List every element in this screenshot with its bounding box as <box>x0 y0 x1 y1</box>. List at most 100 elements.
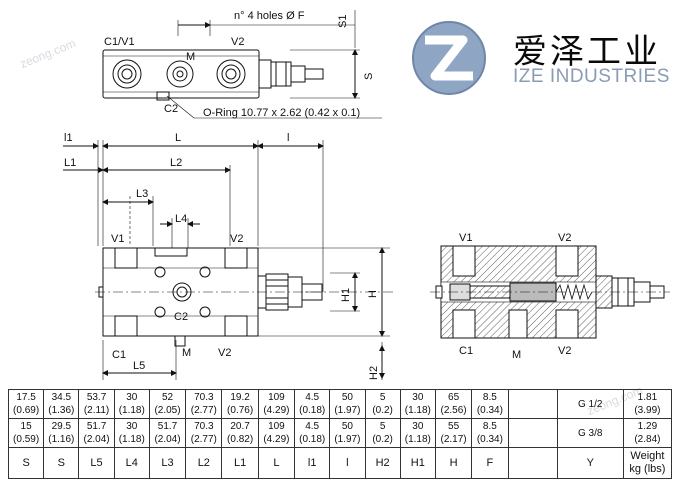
table-cell: 30(1.18) <box>399 418 436 448</box>
l-small-label: l <box>287 132 289 144</box>
l2-label: L2 <box>170 157 182 169</box>
table-cell: 5(0.2) <box>364 418 401 448</box>
port-m <box>166 60 194 88</box>
section-view <box>430 245 670 339</box>
table-cell: 70.3(2.77) <box>185 418 223 448</box>
table-cell: 30(1.18) <box>113 418 150 448</box>
table-cell: 4.5(0.18) <box>294 418 331 448</box>
bore-c1 <box>114 315 138 337</box>
l3-label: L3 <box>136 188 148 200</box>
s1-label: S1 <box>337 15 349 28</box>
h-label: H <box>367 290 379 298</box>
holes-note-label: n° 4 holes Ø F <box>234 10 305 22</box>
table-cell: 109(4.29) <box>257 389 296 419</box>
table-cell: 53.7(2.11) <box>78 389 115 419</box>
c2-front-label: C2 <box>174 311 188 323</box>
l-label: L <box>175 132 181 144</box>
m-front-label: M <box>182 347 191 359</box>
table-cell: 1.29(2.84) <box>622 418 673 448</box>
table-cell: 70.3(2.77) <box>185 389 223 419</box>
c2-port-stub <box>156 91 170 101</box>
m-top-label: M <box>186 51 195 63</box>
table-cell: L2 <box>185 447 223 479</box>
bore-top-center <box>154 247 188 257</box>
table-cell: 17.5(0.69) <box>7 389 45 419</box>
m-section-label: M <box>512 349 521 361</box>
l4-label: L4 <box>175 213 187 225</box>
cartridge-nut <box>258 59 272 89</box>
brand-block: 爱泽工业 IZE INDUSTRIES <box>405 18 675 98</box>
table-cell: 51.7(2.04) <box>78 418 115 448</box>
table-cell: 50(1.97) <box>329 418 366 448</box>
table-cell: 4.5(0.18) <box>294 389 331 419</box>
table-cell: 65(2.56) <box>434 389 473 419</box>
table-cell <box>507 389 558 419</box>
table-cell: 8.5(0.34) <box>471 418 509 448</box>
table-cell: 5(0.2) <box>364 389 401 419</box>
mount-hole <box>199 306 211 318</box>
l1-label: L1 <box>64 157 76 169</box>
port-v2 <box>216 59 246 89</box>
table-cell: L4 <box>113 447 150 479</box>
h1-label: H1 <box>340 288 352 302</box>
table-cell: S <box>7 447 45 479</box>
table-cell: 30(1.18) <box>113 389 150 419</box>
table-cell: 1.81(3.99) <box>622 389 673 419</box>
table-cell: l <box>329 447 366 479</box>
table-cell: 8.5(0.34) <box>471 389 509 419</box>
l1-small-label: l1 <box>64 132 73 144</box>
dimension-table: 17.5(0.69)34.5(1.36)53.7(2.11)30(1.18)52… <box>7 389 673 479</box>
dimension-table-body: 17.5(0.69)34.5(1.36)53.7(2.11)30(1.18)52… <box>7 389 673 479</box>
table-cell: 29.5(1.16) <box>43 418 80 448</box>
table-cell: 52(2.05) <box>148 389 187 419</box>
table-cell: L1 <box>221 447 259 479</box>
bore-v2-bottom <box>224 315 248 337</box>
top-view <box>102 10 382 119</box>
v2-section-label: V2 <box>558 232 571 244</box>
table-cell: 19.2(0.76) <box>221 389 259 419</box>
port-c1v1 <box>112 59 142 89</box>
table-cell: S <box>43 447 80 479</box>
v1-front-label: V1 <box>111 233 124 245</box>
mount-hole <box>199 266 211 278</box>
oring-label: O-Ring 10.77 x 2.62 (0.42 x 0.1) <box>203 107 360 119</box>
table-cell: H2 <box>364 447 401 479</box>
v2-top-label: V2 <box>231 36 244 48</box>
table-cell: 50(1.97) <box>329 389 366 419</box>
table-cell: 15(0.59) <box>7 418 45 448</box>
table-cell: L <box>257 447 296 479</box>
table-cell <box>507 447 558 479</box>
mount-hole <box>154 306 166 318</box>
cartridge-hex <box>270 61 292 87</box>
v2-bottom-front-label: V2 <box>218 347 231 359</box>
table-cell: 109(4.29) <box>257 418 296 448</box>
table-cell: 34.5(1.36) <box>43 389 80 419</box>
c1-front-label: C1 <box>112 349 126 361</box>
table-cell: 20.7(0.82) <box>221 418 259 448</box>
brand-cn-name: 爱泽工业 <box>513 32 661 72</box>
brand-en-name: IZE INDUSTRIES <box>513 66 670 87</box>
table-cell: L5 <box>78 447 115 479</box>
mount-hole <box>154 266 166 278</box>
bore-v1 <box>114 247 138 269</box>
table-cell: 51.7(2.04) <box>148 418 187 448</box>
front-view <box>63 140 395 380</box>
table-cell: L3 <box>148 447 187 479</box>
s-label: S <box>363 73 375 80</box>
v2-bottom-section-label: V2 <box>558 345 571 357</box>
table-cell: H <box>434 447 473 479</box>
c1v1-label: C1/V1 <box>104 36 135 48</box>
table-cell: F <box>471 447 509 479</box>
table-cell: 55(2.17) <box>434 418 473 448</box>
h2-label: H2 <box>368 366 380 380</box>
table-cell: G 3/8 <box>556 418 624 448</box>
brand-logo-icon <box>412 21 486 95</box>
l5-label: L5 <box>133 360 145 372</box>
m-port <box>174 335 186 347</box>
table-cell: 30(1.18) <box>399 389 436 419</box>
v2-front-label: V2 <box>230 233 243 245</box>
c2-top-label: C2 <box>164 103 178 115</box>
